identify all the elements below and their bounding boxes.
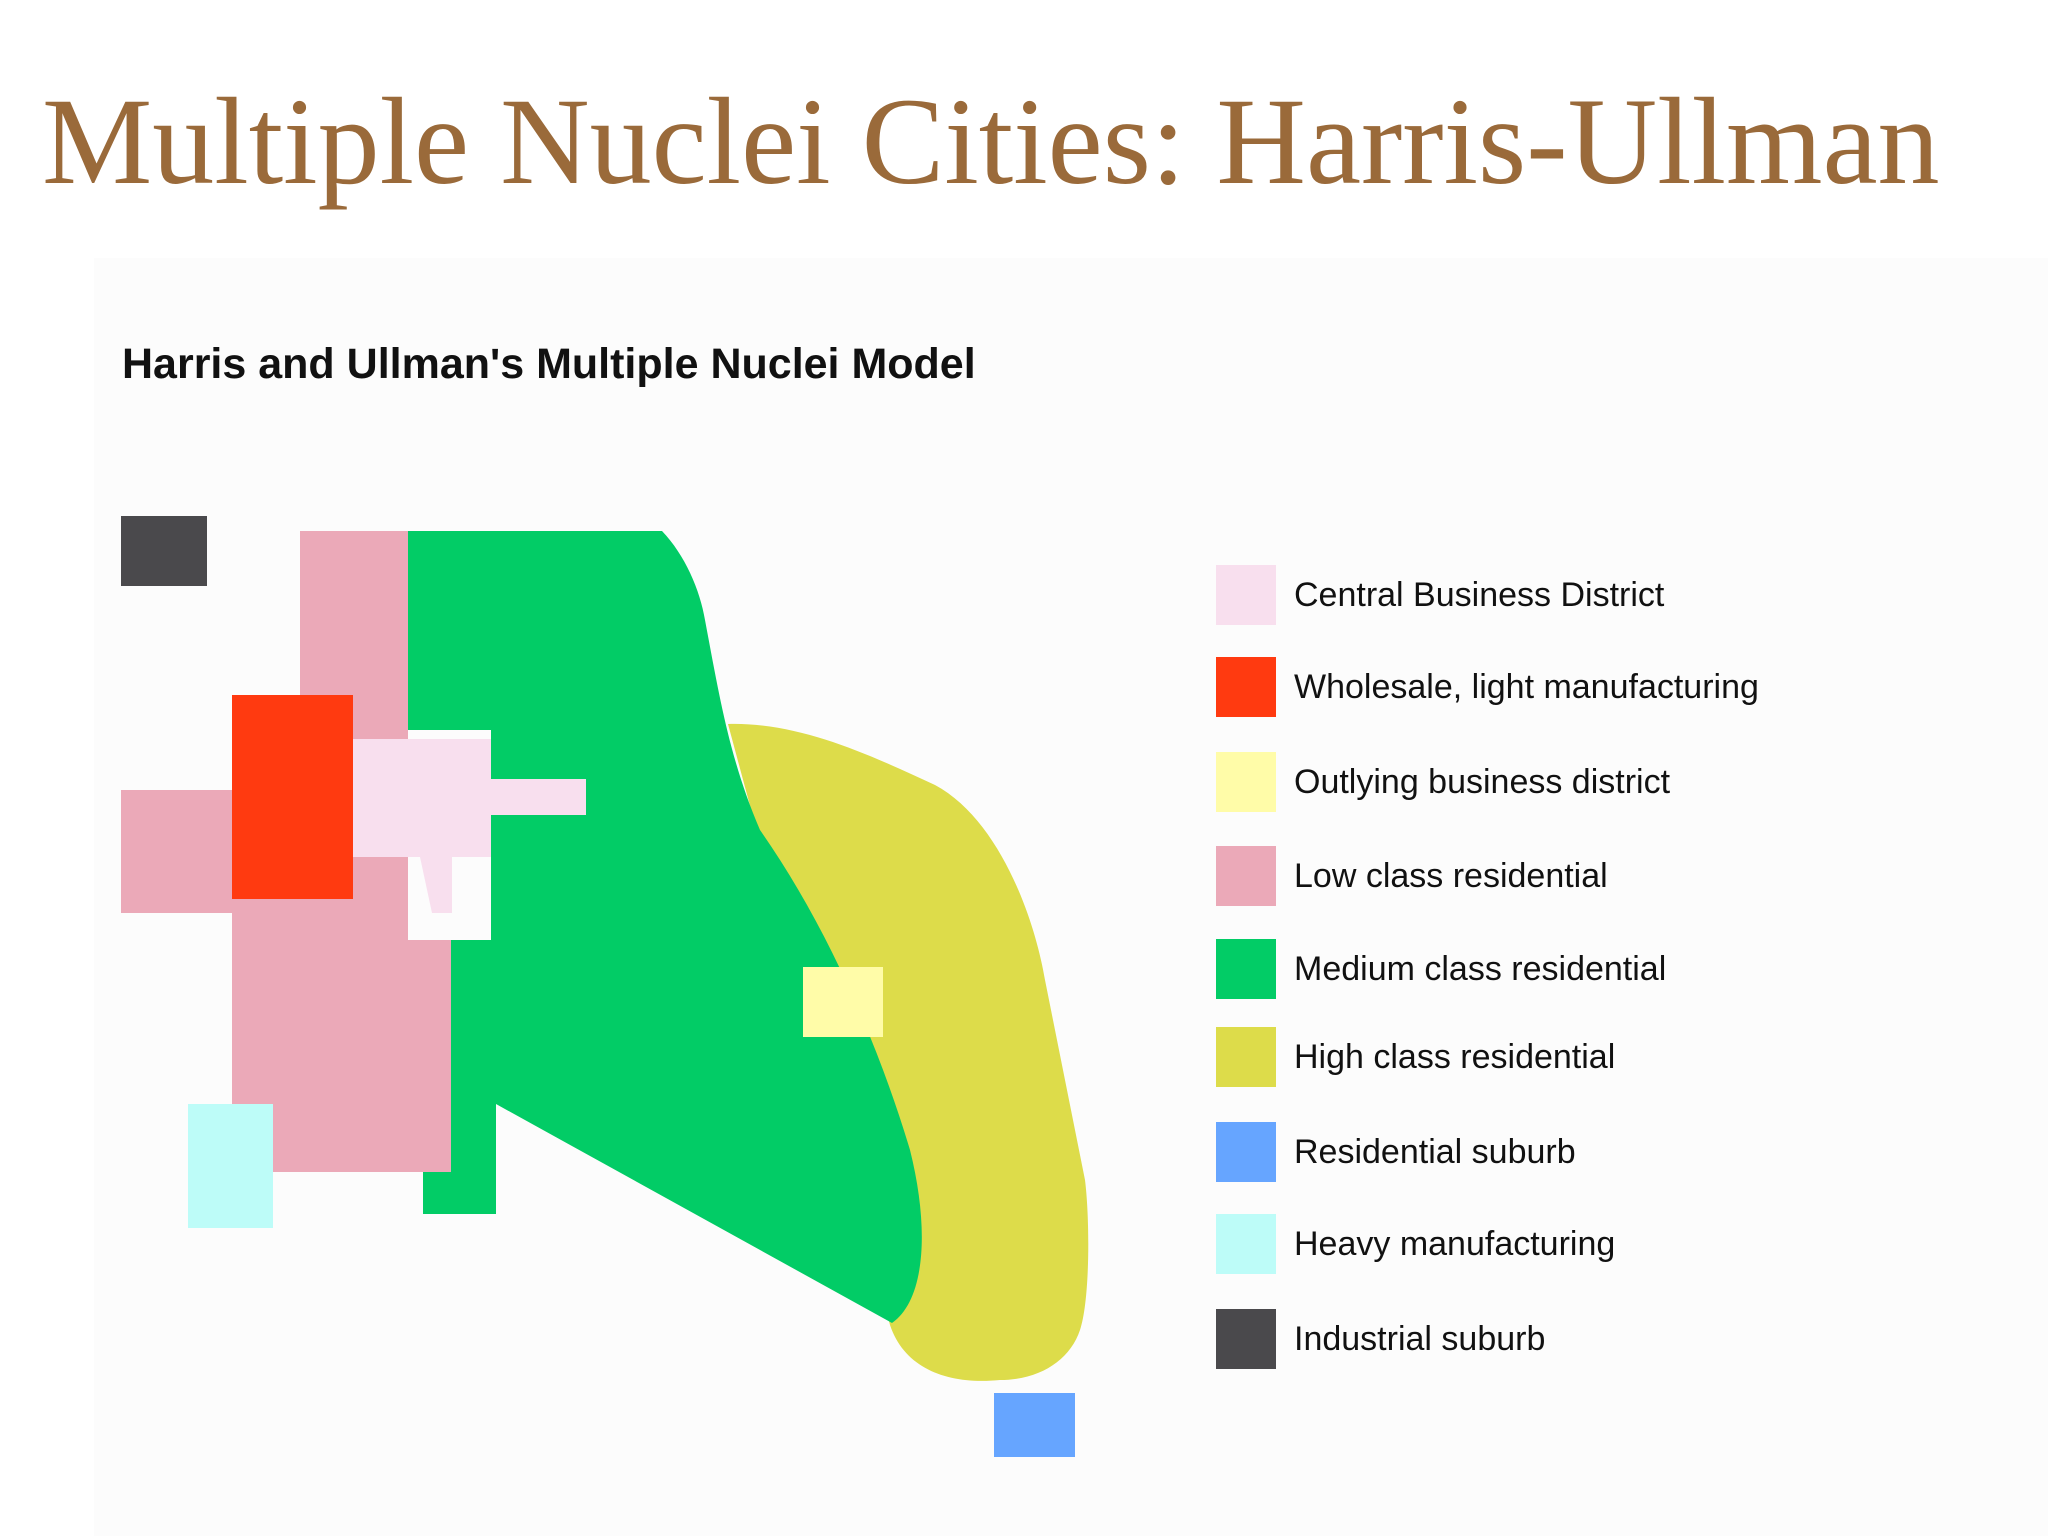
legend-swatch bbox=[1216, 1122, 1276, 1182]
legend-label: Industrial suburb bbox=[1294, 1320, 1546, 1358]
legend-swatch bbox=[1216, 565, 1276, 625]
slide-title: Multiple Nuclei Cities: Harris-Ullman bbox=[42, 73, 1940, 210]
legend-swatch bbox=[1216, 1027, 1276, 1087]
legend-label: High class residential bbox=[1294, 1038, 1616, 1076]
legend-swatch bbox=[1216, 846, 1276, 906]
legend-label: Low class residential bbox=[1294, 857, 1608, 895]
legend-label: Outlying business district bbox=[1294, 763, 1671, 801]
legend-swatch bbox=[1216, 657, 1276, 717]
legend-label: Heavy manufacturing bbox=[1294, 1225, 1616, 1263]
legend-label: Wholesale, light manufacturing bbox=[1294, 668, 1759, 706]
legend-swatch bbox=[1216, 752, 1276, 812]
legend-swatch bbox=[1216, 939, 1276, 999]
figure-title: Harris and Ullman's Multiple Nuclei Mode… bbox=[122, 340, 976, 388]
legend-label: Medium class residential bbox=[1294, 950, 1667, 988]
legend-label: Central Business District bbox=[1294, 576, 1665, 614]
legend-label: Residential suburb bbox=[1294, 1133, 1576, 1171]
legend: Central Business District Wholesale, lig… bbox=[1216, 0, 1916, 1536]
legend-swatch bbox=[1216, 1309, 1276, 1369]
legend-swatch bbox=[1216, 1214, 1276, 1274]
